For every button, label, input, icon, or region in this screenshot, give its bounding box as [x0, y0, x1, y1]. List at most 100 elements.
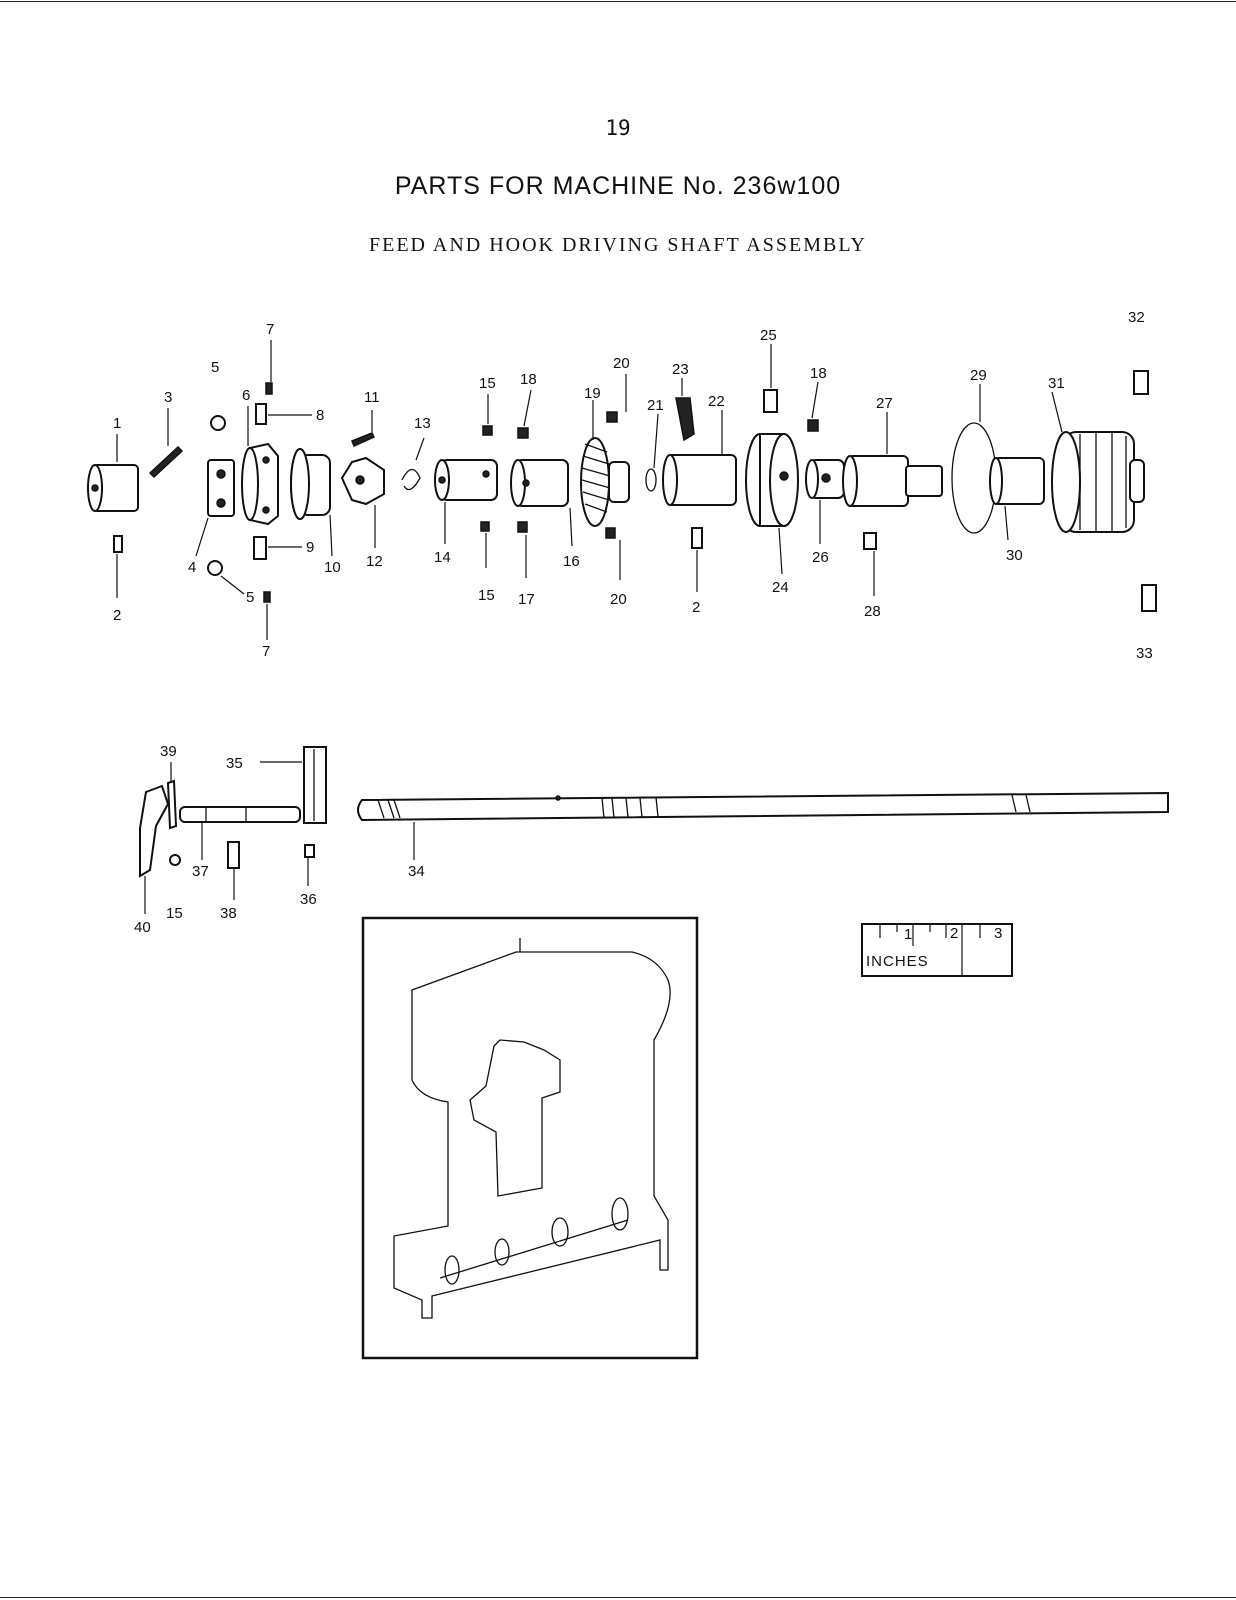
- page-subtitle: FEED AND HOOK DRIVING SHAFT ASSEMBLY: [368, 234, 867, 256]
- part-13-spring-drawing: [401, 468, 421, 491]
- label-part-1: 1: [113, 415, 121, 432]
- label-part-4: 4: [188, 559, 196, 576]
- part-37-stud-drawing: [179, 806, 301, 823]
- label-part-26: 26: [812, 549, 829, 566]
- label-part-37: 37: [192, 863, 209, 880]
- part-5-screw-top-drawing: [210, 415, 226, 431]
- label-part-11: 11: [364, 389, 380, 406]
- part-6-eccentric-drawing: [241, 442, 279, 526]
- part-33-screw-drawing: [1141, 584, 1157, 612]
- label-part-31: 31: [1048, 375, 1065, 392]
- leader-lines-top: [116, 340, 1063, 640]
- part-4-block-drawing: [207, 459, 235, 517]
- label-part-36: 36: [300, 891, 317, 908]
- part-2-screw-drawing: [113, 535, 123, 553]
- part-38-screw-drawing: [227, 841, 240, 869]
- part-31-gear-pulley-drawing: [1051, 431, 1145, 533]
- part-40-lever-drawing: [139, 784, 170, 878]
- leader-lines-middle: [144, 761, 415, 914]
- part-30-bushing-drawing: [989, 457, 1045, 505]
- label-part-39: 39: [160, 743, 177, 760]
- machine-location-inset: [361, 916, 699, 1360]
- top-border-rule: [0, 1, 1236, 2]
- label-part-8: 8: [316, 407, 324, 424]
- part-22-sleeve-drawing: [662, 454, 737, 506]
- label-part-20: 20: [610, 591, 627, 608]
- label-part-14: 14: [434, 549, 451, 566]
- label-part-38: 38: [220, 905, 237, 922]
- part-32-screw-drawing: [1133, 370, 1149, 395]
- part-39-washer-drawing: [166, 779, 178, 830]
- label-part-12: 12: [366, 553, 383, 570]
- part-28-screw-drawing: [863, 532, 877, 550]
- part-14-collar-drawing: [434, 459, 498, 501]
- part-25-screw-drawing: [763, 389, 778, 413]
- label-part-19: 19: [584, 385, 601, 402]
- label-part-5: 5: [211, 359, 219, 376]
- label-part-7: 7: [262, 643, 270, 660]
- part-15-screw-bottom-drawing: [480, 521, 490, 532]
- label-part-18: 18: [520, 371, 537, 388]
- part-15-screw-top-drawing: [482, 425, 493, 436]
- label-part-15: 15: [479, 375, 496, 392]
- part-26-collar-drawing: [805, 459, 845, 499]
- label-part-3: 3: [164, 389, 172, 406]
- label-part-32: 32: [1128, 309, 1145, 326]
- part-12-crank-drawing: [340, 456, 385, 506]
- page-number: 19: [605, 116, 631, 140]
- part-11-pin-drawing: [351, 432, 376, 448]
- part-24-disc-drawing: [745, 433, 799, 527]
- part-23-wire-drawing: [675, 397, 695, 442]
- part-16-collar-drawing: [510, 459, 569, 507]
- label-part-6: 6: [242, 387, 250, 404]
- part-27-stepped-sleeve-drawing: [842, 455, 943, 507]
- label-part-10: 10: [324, 559, 341, 576]
- label-part-9: 9: [306, 539, 314, 556]
- part-15-washer-drawing: [169, 854, 181, 866]
- part-1-bushing-drawing: [87, 464, 139, 512]
- label-part-33: 33: [1136, 645, 1153, 662]
- part-2-screw-center-drawing: [691, 527, 703, 549]
- part-9-screw-drawing: [253, 536, 267, 560]
- part-35-key-drawing: [303, 746, 327, 824]
- label-part-40: 40: [134, 919, 151, 936]
- scale-tick-1-label: 1: [904, 926, 912, 943]
- label-part-23: 23: [672, 361, 689, 378]
- label-part-2: 2: [692, 599, 700, 616]
- part-34-shaft-drawing: [357, 791, 1169, 822]
- part-7-screw-top-drawing: [265, 382, 273, 395]
- part-21-ring-drawing: [645, 468, 657, 492]
- label-part-29: 29: [970, 367, 987, 384]
- part-18-screw-left-drawing: [517, 427, 529, 439]
- label-part-28: 28: [864, 603, 881, 620]
- part-36-screw-drawing: [304, 844, 315, 858]
- label-part-13: 13: [414, 415, 431, 432]
- part-20-screw-top-drawing: [606, 411, 618, 423]
- label-part-34: 34: [408, 863, 425, 880]
- label-part-25: 25: [760, 327, 777, 344]
- part-5-screw-bottom-drawing: [207, 560, 223, 576]
- scale-unit-label: INCHES: [866, 953, 929, 970]
- label-part-5: 5: [246, 589, 254, 606]
- label-part-24: 24: [772, 579, 789, 596]
- part-number-labels: 1 2 3 4 5 5 6 7 7 8 9 10 11 12 13 14 15 …: [113, 309, 1153, 936]
- label-part-17: 17: [518, 591, 535, 608]
- scale-tick-3-label: 3: [994, 925, 1002, 942]
- part-20-screw-bottom-drawing: [605, 527, 616, 539]
- part-18-screw-right-drawing: [807, 419, 819, 432]
- label-part-7: 7: [266, 321, 274, 338]
- scale-tick-2-label: 2: [950, 925, 958, 942]
- part-8-screw-drawing: [255, 403, 267, 425]
- label-part-18: 18: [810, 365, 827, 382]
- label-part-15: 15: [478, 587, 495, 604]
- label-part-35: 35: [226, 755, 243, 772]
- label-part-20: 20: [613, 355, 630, 372]
- part-10-flange-drawing: [290, 448, 331, 520]
- label-part-22: 22: [708, 393, 725, 410]
- bottom-border-rule: [0, 1597, 1236, 1598]
- part-3-pin-drawing: [148, 445, 184, 479]
- part-7-screw-bottom-drawing: [263, 591, 271, 603]
- part-19-gear-drawing: [580, 437, 630, 527]
- page-title: PARTS FOR MACHINE No. 236w100: [394, 172, 842, 200]
